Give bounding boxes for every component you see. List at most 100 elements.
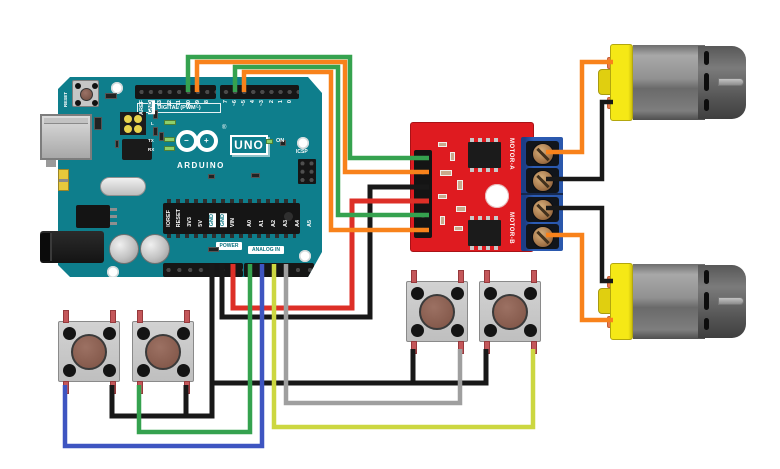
motor-shaft [718, 78, 744, 86]
contact-dot [92, 100, 98, 106]
smd-component [115, 140, 119, 148]
usb-connector [40, 114, 92, 160]
tx-led [164, 137, 175, 142]
smd-component [251, 173, 260, 178]
digital-header-right [220, 85, 299, 99]
pin-label-GND: GND [219, 212, 227, 227]
contact-dot [92, 83, 98, 89]
capacitor [140, 234, 170, 264]
pin-label-A1: A1 [259, 219, 265, 227]
digital-header-left [135, 85, 216, 99]
smd-component [159, 132, 164, 141]
pin-label-pwm9: ~9 [194, 100, 201, 107]
pin-label-pwm11: ~11 [176, 100, 183, 110]
driver-mounting-hole [485, 184, 509, 208]
pin-label-0: 0 [286, 100, 293, 104]
motor-vent [704, 318, 709, 330]
mounting-hole [297, 137, 309, 149]
smd-component [208, 247, 219, 252]
contact-dot [75, 100, 81, 106]
pin-label-A5: A5 [307, 219, 313, 227]
pin-label-8: 8 [204, 100, 211, 104]
smd-component [440, 170, 452, 176]
pin-label-4: 4 [250, 100, 257, 104]
motor-driver-board: MOTOR-A MOTOR-B [410, 122, 563, 252]
crystal-oscillator [100, 177, 146, 196]
motor-body [633, 45, 705, 120]
smd-component [440, 216, 445, 225]
push-button-4 [479, 270, 541, 354]
pin-label-13: 13 [157, 100, 164, 107]
smd-component [450, 152, 455, 161]
motor-vent [704, 99, 709, 111]
motor-body [633, 264, 705, 339]
pin-label-GND: GND [208, 212, 216, 227]
pin-label-pwm5: ~5 [241, 100, 248, 107]
push-button-2 [132, 310, 194, 394]
led-tx-label: TX [148, 138, 154, 143]
pin-label-AREF: AREF [138, 100, 145, 115]
pin-label-pwm10: ~10 [185, 100, 192, 110]
pin-label-A0: A0 [247, 219, 253, 227]
smd-component [454, 226, 463, 231]
pin-label-RESET: RESET [176, 208, 183, 227]
led-rx-label: RX [148, 147, 155, 152]
smd-component [153, 110, 158, 119]
motor-vent [704, 73, 709, 91]
dc-motor-2 [598, 263, 746, 341]
smd-component [457, 180, 463, 190]
push-button-1 [58, 310, 120, 394]
motor-end-cap [610, 44, 633, 121]
l-led [164, 120, 176, 125]
motor-shaft [718, 297, 744, 305]
driver-pin-header [414, 150, 432, 238]
pin-label-5V: 5V [197, 220, 204, 227]
usb-tab [46, 160, 56, 167]
driver-ic-b [468, 216, 501, 250]
on-led [266, 139, 273, 144]
pin-label-A4: A4 [295, 219, 301, 227]
mounting-hole [107, 266, 119, 277]
wire-gnd-button-bus-right [210, 349, 489, 386]
voltage-regulator [76, 205, 117, 228]
terminal-screw [532, 143, 554, 165]
pin-label-1: 1 [277, 100, 284, 104]
button-cap [492, 294, 528, 330]
usb-interface-chip [122, 139, 152, 160]
pin-label-3V3: 3V3 [187, 217, 194, 227]
terminal-screw [532, 199, 554, 221]
terminal-divider [521, 193, 563, 195]
smd-component [105, 93, 117, 99]
smd-component [94, 117, 102, 130]
push-button-3 [406, 270, 468, 354]
driver-ic-a [468, 138, 501, 172]
dc-motor-1 [598, 44, 746, 122]
smd-component [456, 206, 466, 212]
analog-header [244, 263, 314, 277]
on-label: ON [276, 138, 285, 144]
pin-label-VIN: VIN [230, 217, 237, 227]
mounting-hole [111, 82, 123, 94]
smd-component [208, 174, 215, 179]
pin-label-2: 2 [268, 100, 275, 104]
power-header [163, 263, 243, 277]
smd-component [438, 194, 447, 199]
terminal-screw [532, 170, 554, 192]
icsp-label: ICSP [296, 149, 308, 155]
pin-label-A3: A3 [283, 219, 289, 227]
smd-component [438, 142, 447, 147]
motor-a-label: MOTOR-A [508, 138, 514, 171]
motor-vent [704, 292, 709, 310]
pin-label-pwm3: ~3 [259, 100, 266, 107]
polyfuse [58, 169, 69, 191]
pin-label-pwm6: ~6 [232, 100, 239, 107]
icsp2-header [120, 112, 146, 135]
screw-terminal-block [521, 137, 563, 251]
pin-label-GND: GND [147, 100, 155, 115]
uno-label: UNO [230, 135, 268, 155]
pin-label-IOREF: IOREF [165, 210, 172, 227]
motor-vent [704, 270, 709, 284]
reset-button-cap [80, 88, 93, 101]
